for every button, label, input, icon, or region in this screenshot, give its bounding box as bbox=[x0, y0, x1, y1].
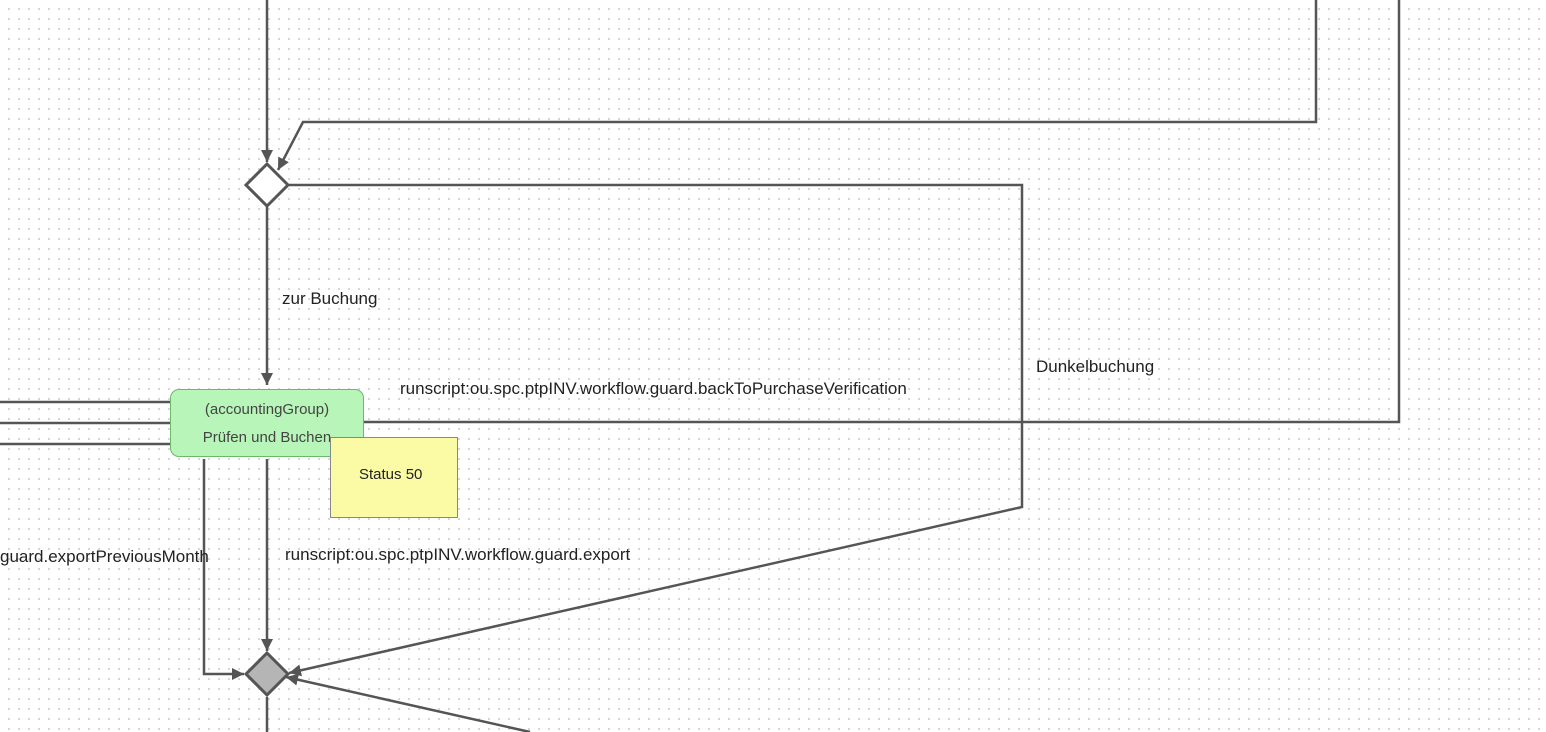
status-note[interactable]: Status 50 bbox=[330, 437, 458, 518]
label-dunkelbuchung: Dunkelbuchung bbox=[1036, 357, 1155, 376]
label-back-to-purchase: runscript:ou.spc.ptpINV.workflow.guard.b… bbox=[400, 379, 907, 398]
label-export-previous-month: guard.exportPreviousMonth bbox=[0, 547, 209, 566]
status-note-text: Status 50 bbox=[359, 466, 423, 483]
edge-loop-to-gateway bbox=[276, 0, 1318, 171]
edge-back-to-purchase bbox=[364, 0, 1401, 424]
gateway-decision bbox=[243, 161, 291, 209]
edge-dunkelbuchung bbox=[288, 183, 1024, 677]
task-group-label: (accountingGroup) bbox=[204, 401, 330, 418]
gateway-merge bbox=[243, 650, 291, 698]
edge-lower-incoming bbox=[285, 673, 531, 732]
label-zur-buchung: zur Buchung bbox=[282, 289, 378, 308]
task-name-label: Prüfen und Buchen bbox=[202, 429, 332, 446]
label-export: runscript:ou.spc.ptpINV.workflow.guard.e… bbox=[285, 545, 631, 564]
edge-export-previous bbox=[202, 459, 244, 680]
